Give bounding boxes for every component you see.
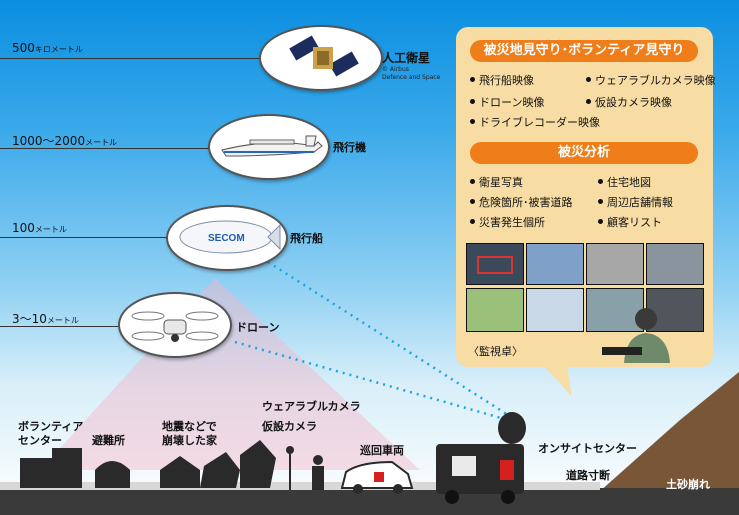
analysis-item: 顧客リスト [598,214,662,230]
landslide-label: 土砂崩れ [666,478,710,491]
monitor-screen [466,243,524,285]
monitor-screen [586,288,644,332]
patrol-car-label: 巡回車両 [360,444,404,457]
altitude-3-10m: 3〜10メートル [12,312,79,326]
satellite-icon [289,35,359,77]
monitor-item: 仮設カメラ映像 [586,94,672,110]
collapsed-house [240,440,276,488]
landslide-hill [590,372,739,515]
airplane-icon [221,135,323,157]
shelter-building [95,461,130,488]
airplane-label: 飛行機 [333,141,366,154]
monitor-item: 飛行船映像 [470,72,534,88]
satellite-dish-icon [498,412,526,444]
monitor-screen [526,243,584,285]
drone-label: ドローン [236,321,280,334]
operator-icon [602,308,670,363]
altitude-line [0,148,210,149]
altitude-100m: 100メートル [12,221,67,235]
airship-bubble: SECOM [166,205,288,271]
monitor-item: ウェアラブルカメラ映像 [586,72,716,88]
collapsed-house [160,456,200,488]
drone-bubble [118,292,232,358]
altitude-500km: 500キロメートル [12,41,83,55]
analysis-item: 住宅地図 [598,174,651,190]
altitude-1000-2000m: 1000〜2000メートル [12,134,118,148]
collapsed-house-label: 地震などで崩壊した家 [162,420,217,447]
altitude-line [0,237,168,238]
collapsed-house [200,452,240,488]
section-title-analysis: 被災分析 [470,142,698,164]
temp-camera-icon [286,446,294,454]
section-title-monitoring: 被災地見守り･ボランティア見守り [470,40,698,62]
altitude-line [0,326,118,327]
wearable-camera-label: ウェアラブルカメラ [262,400,361,413]
shelter-label: 避難所 [92,434,125,447]
drone-link-line [234,340,509,422]
airship-label: 飛行船 [290,232,323,245]
analysis-item: 災害発生個所 [470,214,545,230]
monitor-screen [526,288,584,332]
monitor-item: ドライブレコーダー映像 [470,114,600,130]
temp-camera-label: 仮設カメラ [262,420,317,433]
altitude-line [0,58,268,59]
drone-icon [131,311,219,342]
analysis-item: 衛星写真 [470,174,523,190]
monitor-screen [466,288,524,332]
onsite-center-label: オンサイトセンター [538,442,637,455]
monitor-screen [646,243,704,285]
airplane-bubble [208,114,330,180]
volunteer-center-label: ボランティアセンター [18,420,84,447]
airship-icon: SECOM [179,220,281,254]
analysis-item: 危険箇所･被害道路 [470,194,573,210]
satellite-bubble [259,25,383,91]
monitor-screen [586,243,644,285]
analysis-item: 周辺店舗情報 [598,194,673,210]
satellite-label: 人工衛星 [382,51,431,65]
road-cut-label: 道路寸断 [566,469,610,482]
airship-logo: SECOM [208,233,245,244]
monitor-desk-label: 〈監視卓〉 [468,345,523,358]
monitor-item: ドローン映像 [470,94,544,110]
guard-person-icon [313,455,323,465]
